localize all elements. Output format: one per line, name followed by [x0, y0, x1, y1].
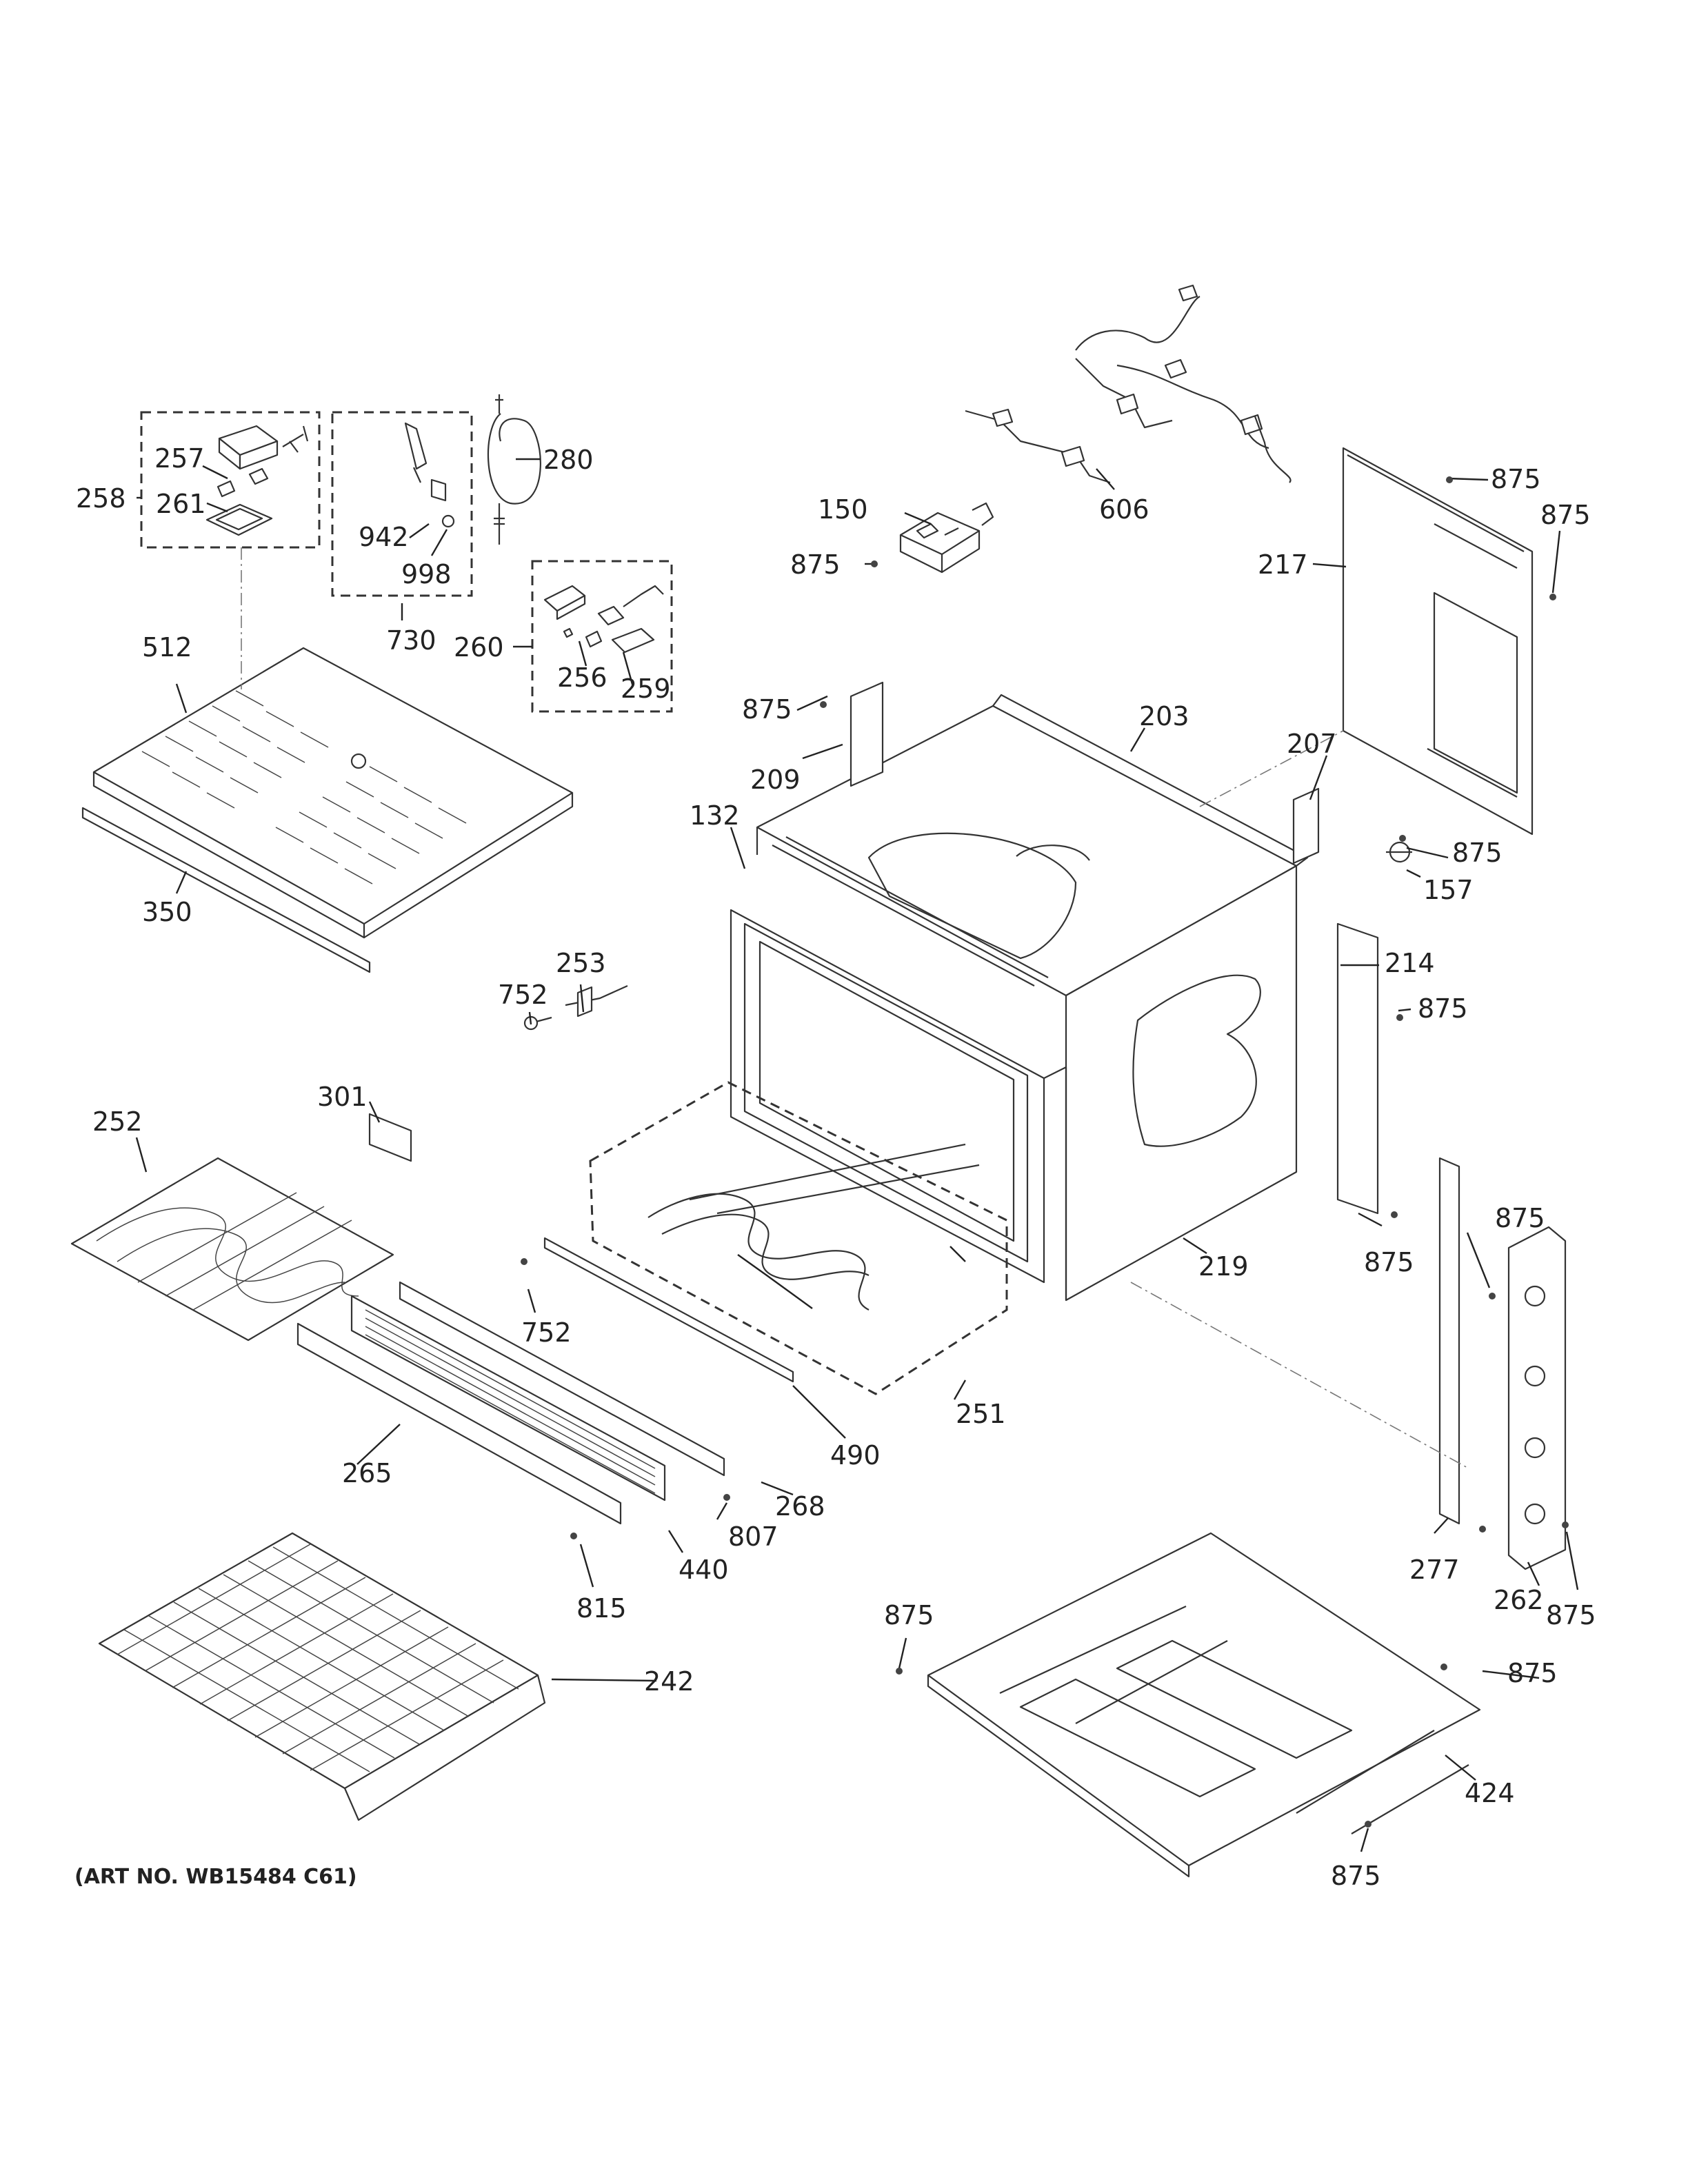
vent-screen-440 [350, 1295, 666, 1502]
art-number: (ART NO. WB15484 C61) [74, 1865, 357, 1889]
control-module-257 [218, 425, 309, 485]
callout-301: 301 [317, 1082, 368, 1112]
callout-262: 262 [1494, 1585, 1544, 1615]
callout-209: 209 [750, 765, 801, 795]
callout-875-e: 875 [1452, 838, 1503, 868]
callout-265: 265 [342, 1458, 392, 1488]
screw-dots [521, 476, 1569, 1828]
callout-350: 350 [142, 897, 192, 927]
callout-942: 942 [359, 522, 409, 552]
vent-trim-265 [297, 1322, 622, 1525]
callout-424: 424 [1465, 1778, 1515, 1808]
callout-815: 815 [576, 1593, 627, 1624]
callout-150: 150 [818, 494, 868, 525]
sensor-942 [404, 422, 455, 528]
trim-350 [81, 807, 371, 973]
bracket-209 [850, 681, 884, 787]
top-panel-512 [92, 647, 574, 939]
callout-730: 730 [386, 625, 436, 656]
callout-875-b: 875 [1491, 464, 1541, 494]
callout-490: 490 [830, 1440, 881, 1470]
callout-217: 217 [1258, 549, 1308, 580]
callout-252: 252 [92, 1106, 143, 1137]
callout-875-h: 875 [1364, 1247, 1414, 1277]
kit-box-730 [331, 411, 473, 597]
alignment-line [1130, 1282, 1469, 1469]
callout-203: 203 [1139, 701, 1189, 731]
kit-box-260 [531, 560, 673, 713]
alignment-line [1199, 730, 1344, 807]
oven-cavity [730, 694, 1309, 1302]
wiring-harness-606 [965, 284, 1292, 484]
gasket-261 [205, 480, 273, 536]
callout-875-c: 875 [1540, 500, 1591, 530]
callout-251: 251 [956, 1399, 1006, 1429]
callout-268: 268 [775, 1491, 825, 1521]
callout-214: 214 [1385, 948, 1435, 978]
callout-280: 280 [543, 445, 594, 475]
bracket-207 [1292, 787, 1320, 865]
callout-875-a: 875 [790, 549, 841, 580]
side-rail-277 [1438, 1157, 1460, 1525]
callout-875-g: 875 [1495, 1203, 1545, 1233]
oven-rack-242 [98, 1532, 546, 1821]
kit-box-251 [589, 1081, 1008, 1395]
callout-807: 807 [728, 1521, 778, 1552]
callout-440: 440 [679, 1555, 729, 1585]
callout-260: 260 [454, 632, 504, 663]
callout-219: 219 [1198, 1251, 1249, 1282]
callout-132: 132 [690, 800, 740, 831]
probe-280 [487, 394, 541, 545]
callout-875-f: 875 [1418, 993, 1468, 1024]
callout-752-b: 752 [521, 1317, 572, 1348]
bracket-214 [1336, 922, 1379, 1215]
sensor-157 [1386, 841, 1412, 863]
vent-trim-268 [399, 1281, 725, 1477]
terminal-block-301 [368, 1113, 412, 1162]
leader-lines [135, 458, 1579, 1852]
callout-259: 259 [621, 674, 671, 704]
callout-261: 261 [156, 489, 206, 519]
callout-277: 277 [1409, 1555, 1460, 1585]
callout-606: 606 [1099, 494, 1149, 525]
callout-257: 257 [154, 443, 205, 474]
callout-875-k: 875 [1507, 1658, 1558, 1688]
callout-242: 242 [644, 1666, 694, 1697]
bracket-262 [1507, 1226, 1567, 1570]
control-board-150 [899, 502, 994, 574]
trim-490 [543, 1237, 794, 1383]
callout-875-j: 875 [1546, 1600, 1596, 1630]
callout-875-i: 875 [884, 1600, 934, 1630]
kit-box-258 [140, 411, 321, 549]
switch-kit-260 [543, 585, 664, 654]
bake-element-252 [70, 1157, 394, 1342]
callout-253: 253 [556, 948, 606, 978]
callout-256: 256 [557, 663, 607, 693]
bottom-panel-424 [927, 1532, 1481, 1878]
callout-512: 512 [142, 632, 192, 663]
callout-875-d: 875 [742, 694, 792, 725]
callout-998: 998 [401, 559, 452, 589]
callout-157: 157 [1423, 875, 1474, 905]
callout-258: 258 [76, 483, 126, 514]
callout-875-l: 875 [1331, 1861, 1381, 1891]
rear-panel-217 [1342, 447, 1534, 836]
callout-207: 207 [1287, 729, 1337, 759]
broil-element-251 [647, 1143, 980, 1311]
callout-752-a: 752 [498, 980, 548, 1010]
